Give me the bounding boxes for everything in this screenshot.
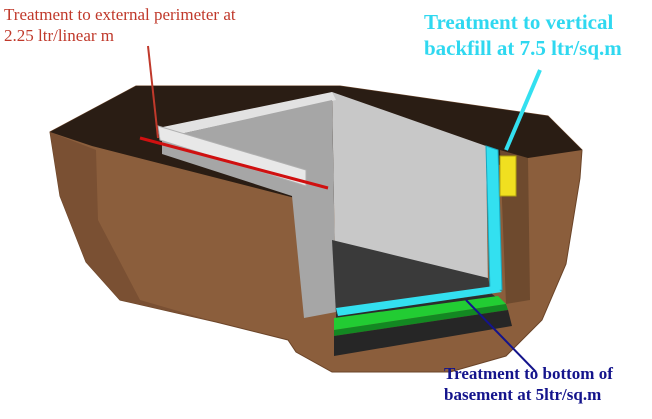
- label-basement-bottom-line2: basement at 5ltr/sq.m: [444, 385, 602, 404]
- vertical-treatment-strip: [485, 145, 503, 293]
- yellow-marker: [499, 155, 517, 197]
- label-vertical-backfill-line2: backfill at 7.5 ltr/sq.m: [424, 36, 622, 60]
- green-membrane-edge: [334, 304, 508, 336]
- base-treatment-strip: [336, 286, 502, 316]
- perimeter-treatment-line: [139, 136, 329, 190]
- base-slab: [334, 310, 512, 356]
- pit-back-wall: [158, 92, 336, 138]
- earth-side-shade: [50, 132, 216, 322]
- leader-line-vertical: [504, 69, 542, 151]
- label-external-perimeter-line1: Treatment to external perimeter at: [4, 5, 236, 24]
- label-vertical-backfill-line1: Treatment to vertical: [424, 10, 614, 34]
- label-basement-bottom-line1: Treatment to bottom of: [444, 364, 613, 383]
- label-external-perimeter: Treatment to external perimeter at 2.25 …: [4, 4, 236, 46]
- leader-line-perimeter: [147, 45, 159, 139]
- leader-line-bottom: [465, 299, 537, 373]
- green-membrane: [334, 296, 506, 330]
- label-basement-bottom: Treatment to bottom of basement at 5ltr/…: [444, 363, 613, 405]
- label-vertical-backfill: Treatment to vertical backfill at 7.5 lt…: [424, 9, 622, 61]
- label-external-perimeter-line2: 2.25 ltr/linear m: [4, 26, 115, 45]
